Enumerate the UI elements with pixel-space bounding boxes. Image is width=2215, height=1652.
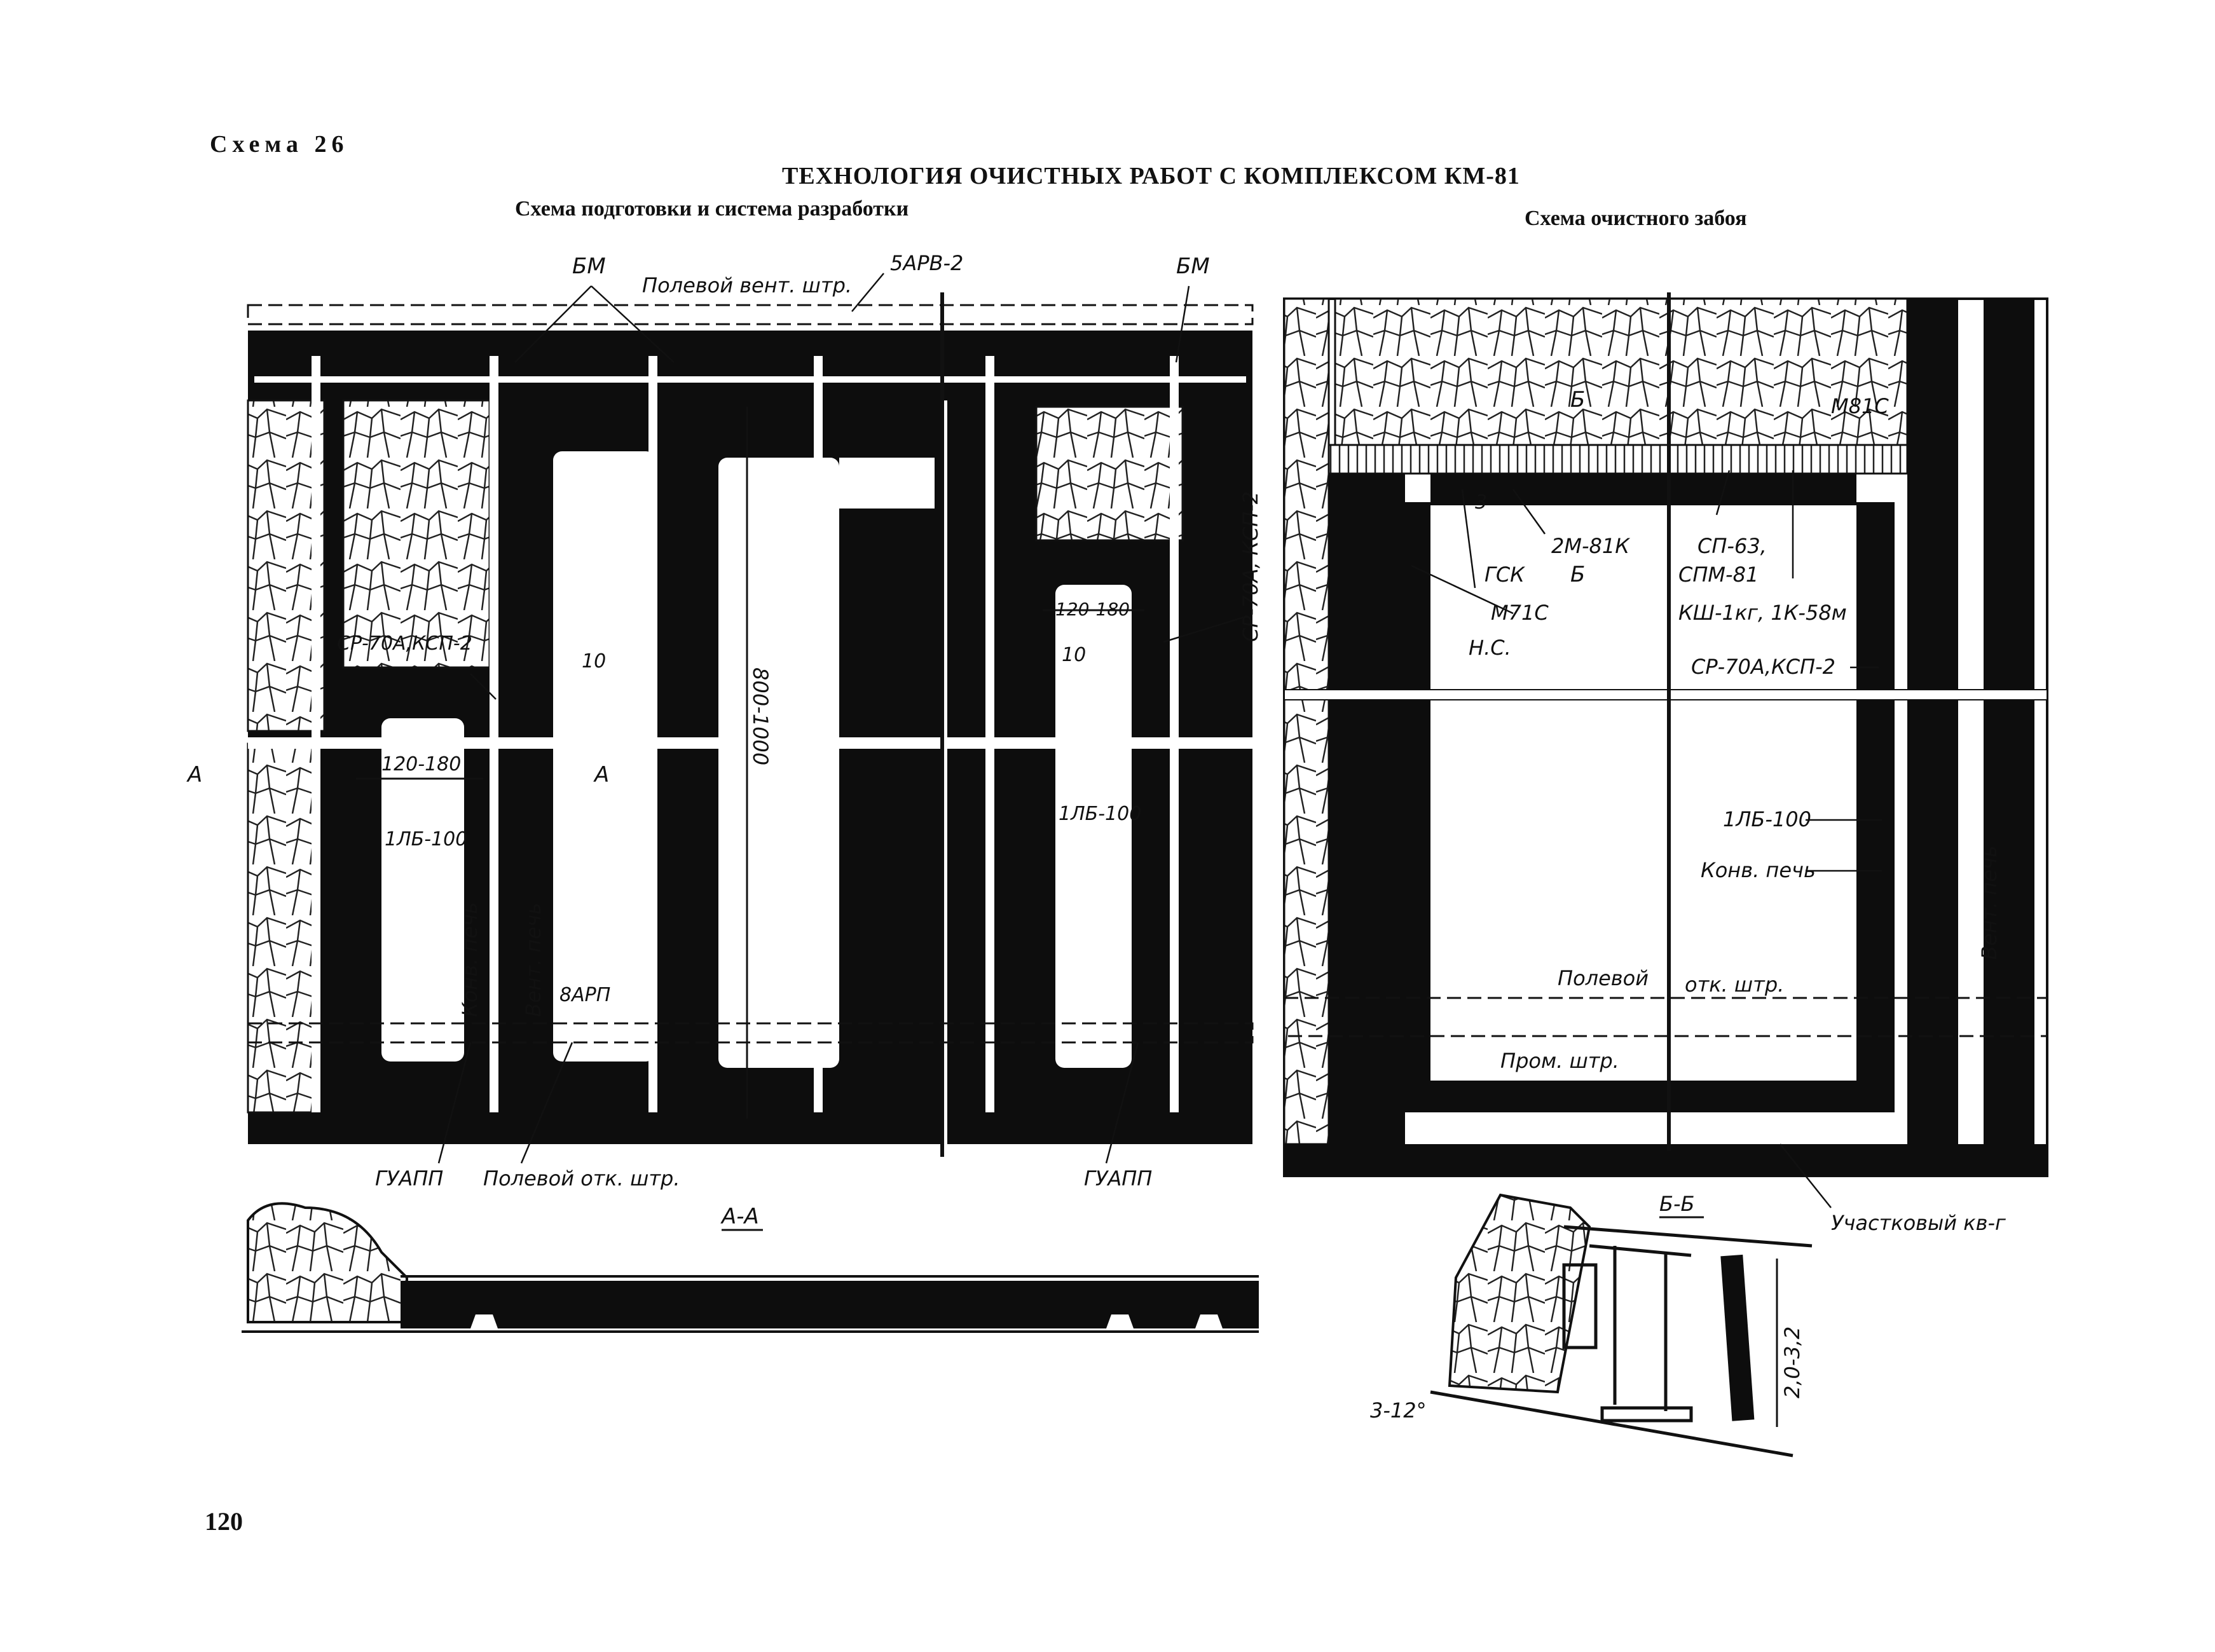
equipment-label: 2М-81К: [1551, 534, 1630, 558]
conveyor-label: 1ЛБ-100: [1059, 803, 1141, 825]
angle-label: 3-12°: [1370, 1398, 1427, 1423]
powered-supports: [1327, 444, 1909, 475]
panel-working: [381, 718, 464, 1062]
dimension-label: 10: [1062, 644, 1086, 666]
leader-lines: [437, 273, 1247, 1164]
equipment-label: ГСК: [1485, 563, 1525, 587]
dimension-label: 10: [582, 650, 606, 672]
leader-lines: [1411, 470, 1882, 1208]
panel-working: [718, 458, 839, 1068]
conv-raise-label: Конв. печь: [1701, 858, 1816, 882]
top-coal-band: [248, 331, 1252, 400]
section-a-a: А-А: [242, 1202, 1259, 1333]
coal-band: [1430, 1081, 1856, 1112]
section-mark: Б: [1570, 387, 1585, 413]
goaf-area: [247, 742, 319, 1114]
haul-drift-label: Полевой: [1558, 966, 1649, 990]
section-label: А-А: [720, 1204, 759, 1229]
goaf-area: [1035, 406, 1184, 542]
district-crosscut-label: Участковый кв-г: [1831, 1211, 2006, 1235]
coal-face: [1720, 1254, 1755, 1421]
scheme-number: Схема 26: [210, 131, 349, 158]
equipment-label: СП-63,: [1697, 534, 1767, 558]
vent-raise-label: Вент. печь: [1977, 845, 2001, 960]
right-face-scheme: Б Б М81С 3 2М-81К ГСК М71С Н.С. СП-63, С…: [1283, 292, 2048, 1235]
equipment-label: КШ-1кг, 1К-58м: [1678, 601, 1847, 625]
section-line-road: [248, 737, 1252, 749]
left-preparation-scheme: БМ БМ Полевой вент. штр. 5АРВ-2 СР-70А,К…: [186, 251, 1263, 1191]
conv-raise-label: Конв. печь: [458, 902, 482, 1017]
conveyor-label: 1ЛБ-100: [385, 828, 467, 850]
fan-label: 8АРП: [559, 984, 610, 1006]
panel-working: [1055, 585, 1132, 1068]
section-b-b: Б-Б 2,0-3,2 3-12°: [1370, 1192, 1813, 1457]
gateroads: [254, 356, 1246, 1112]
section-mark: Б: [1570, 562, 1585, 587]
goaf-area: [1283, 297, 1330, 1145]
dimension-label: 800-1000: [748, 667, 772, 765]
left-subtitle: Схема подготовки и система разработки: [515, 197, 909, 221]
page-number: 120: [205, 1507, 243, 1536]
equipment-label: СР-70А,КСП-2: [1691, 655, 1835, 679]
haul-drift-label: отк. штр.: [1685, 973, 1784, 997]
goaf-area: [342, 399, 491, 669]
panel-working: [839, 458, 935, 509]
vent-raise-label: Вент. печь: [521, 903, 545, 1017]
goaf-area: [1448, 1193, 1591, 1394]
coal-face: [1430, 474, 1856, 505]
coal-pillar: [1856, 502, 1895, 1112]
right-subtitle: Схема очистного забоя: [1525, 207, 1747, 230]
height-label: 2,0-3,2: [1780, 1327, 1804, 1398]
equipment-label: Н.С.: [1469, 636, 1511, 660]
equipment-label: М71С: [1491, 601, 1549, 625]
coal-pillar: [1984, 299, 2034, 1176]
equipment-label: СР-70А, КСП-2: [1238, 491, 1263, 642]
haul-drift-label: Полевой отк. штр.: [483, 1166, 680, 1191]
equipment-label: СР-70А,КСП-2: [337, 632, 472, 655]
bm-label: БМ: [572, 254, 606, 279]
section-mark: А: [593, 762, 609, 788]
guapp-label: ГУАПП: [1084, 1166, 1152, 1191]
dimension-label: 3: [1475, 491, 1487, 514]
dimension-label: 120-180: [381, 753, 461, 775]
equipment-label: СПМ-81: [1678, 563, 1759, 587]
field-haul-drift: [247, 1022, 1254, 1044]
field-vent-drift: [247, 304, 1254, 325]
cross-road: [1284, 689, 2048, 700]
page-title: ТЕХНОЛОГИЯ ОЧИСТНЫХ РАБОТ С КОМПЛЕКСОМ К…: [782, 163, 1520, 189]
powered-support: [1562, 1244, 1693, 1423]
coal-pillar: [1907, 299, 1958, 1176]
coal-band: [1284, 1144, 2047, 1176]
section-label: Б-Б: [1659, 1192, 1694, 1216]
conveyor-label: 1ЛБ-100: [1723, 807, 1811, 831]
goaf-area: [247, 1202, 408, 1323]
panel-working: [553, 451, 655, 1062]
coal-pillar: [1405, 502, 1430, 1112]
conveyor-supports: [470, 1314, 1223, 1328]
fan-label: 5АРВ-2: [890, 251, 963, 275]
field-haul-drift: [1283, 997, 2048, 1037]
bm-label: БМ: [1176, 254, 1210, 279]
prom-drift-label: Пром. штр.: [1500, 1049, 1619, 1073]
vent-drift-label: Полевой вент. штр.: [642, 273, 852, 297]
guapp-label: ГУАПП: [375, 1166, 443, 1191]
equipment-label: М81С: [1831, 394, 1889, 418]
coal-pillar: [1329, 474, 1405, 1147]
goaf-area: [1334, 297, 1909, 446]
section-mark: А: [186, 762, 202, 788]
dimension-label: 120-180: [1055, 599, 1130, 620]
